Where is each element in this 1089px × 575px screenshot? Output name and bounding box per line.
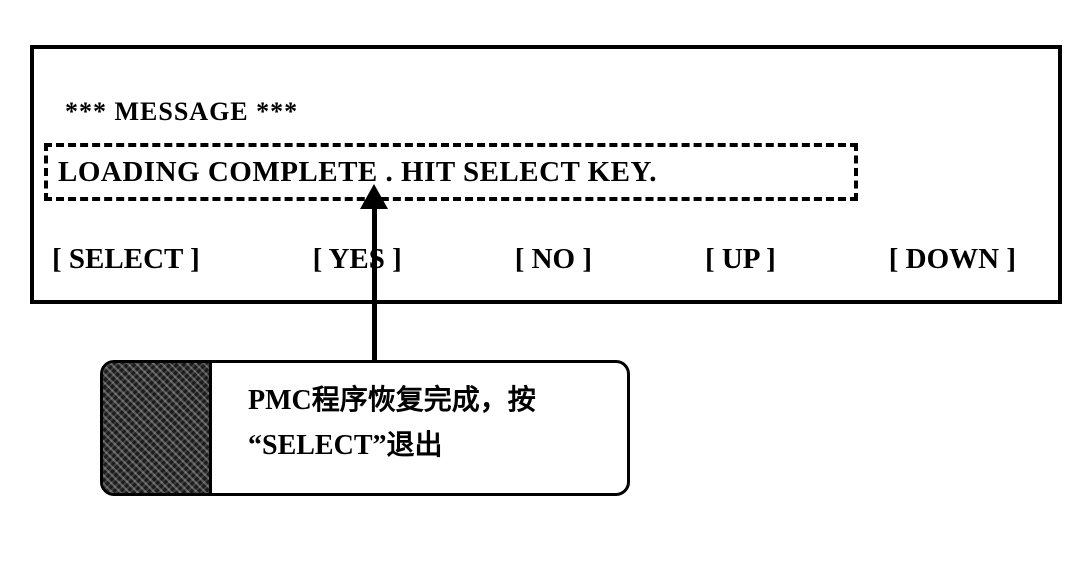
callout-line-1: PMC程序恢复完成，按 xyxy=(248,385,536,416)
message-highlight-box: LOADING COMPLETE . HIT SELECT KEY. xyxy=(44,143,858,201)
callout-arrow-line xyxy=(372,206,377,363)
crt-screen-frame: *** MESSAGE *** LOADING COMPLETE . HIT S… xyxy=(30,45,1062,304)
softkey-yes[interactable]: [ YES ] xyxy=(312,243,402,275)
callout-line-2: “SELECT”退出 xyxy=(248,429,443,461)
callout-box: PMC程序恢复完成，按 “SELECT”退出 xyxy=(100,360,630,496)
softkey-row: [ SELECT ] [ YES ] [ NO ] [ UP ] [ DOWN … xyxy=(52,243,1016,276)
softkey-select[interactable]: [ SELECT ] xyxy=(52,243,200,275)
callout-shaded-block xyxy=(103,363,212,493)
callout-arrow-head-icon xyxy=(360,184,388,209)
message-text: LOADING COMPLETE . HIT SELECT KEY. xyxy=(58,155,658,188)
callout-text: PMC程序恢复完成，按 “SELECT”退出 xyxy=(212,363,546,493)
message-header: *** MESSAGE *** xyxy=(65,97,299,126)
softkey-down[interactable]: [ DOWN ] xyxy=(888,243,1016,275)
softkey-up[interactable]: [ UP ] xyxy=(704,243,776,275)
softkey-no[interactable]: [ NO ] xyxy=(514,243,593,275)
